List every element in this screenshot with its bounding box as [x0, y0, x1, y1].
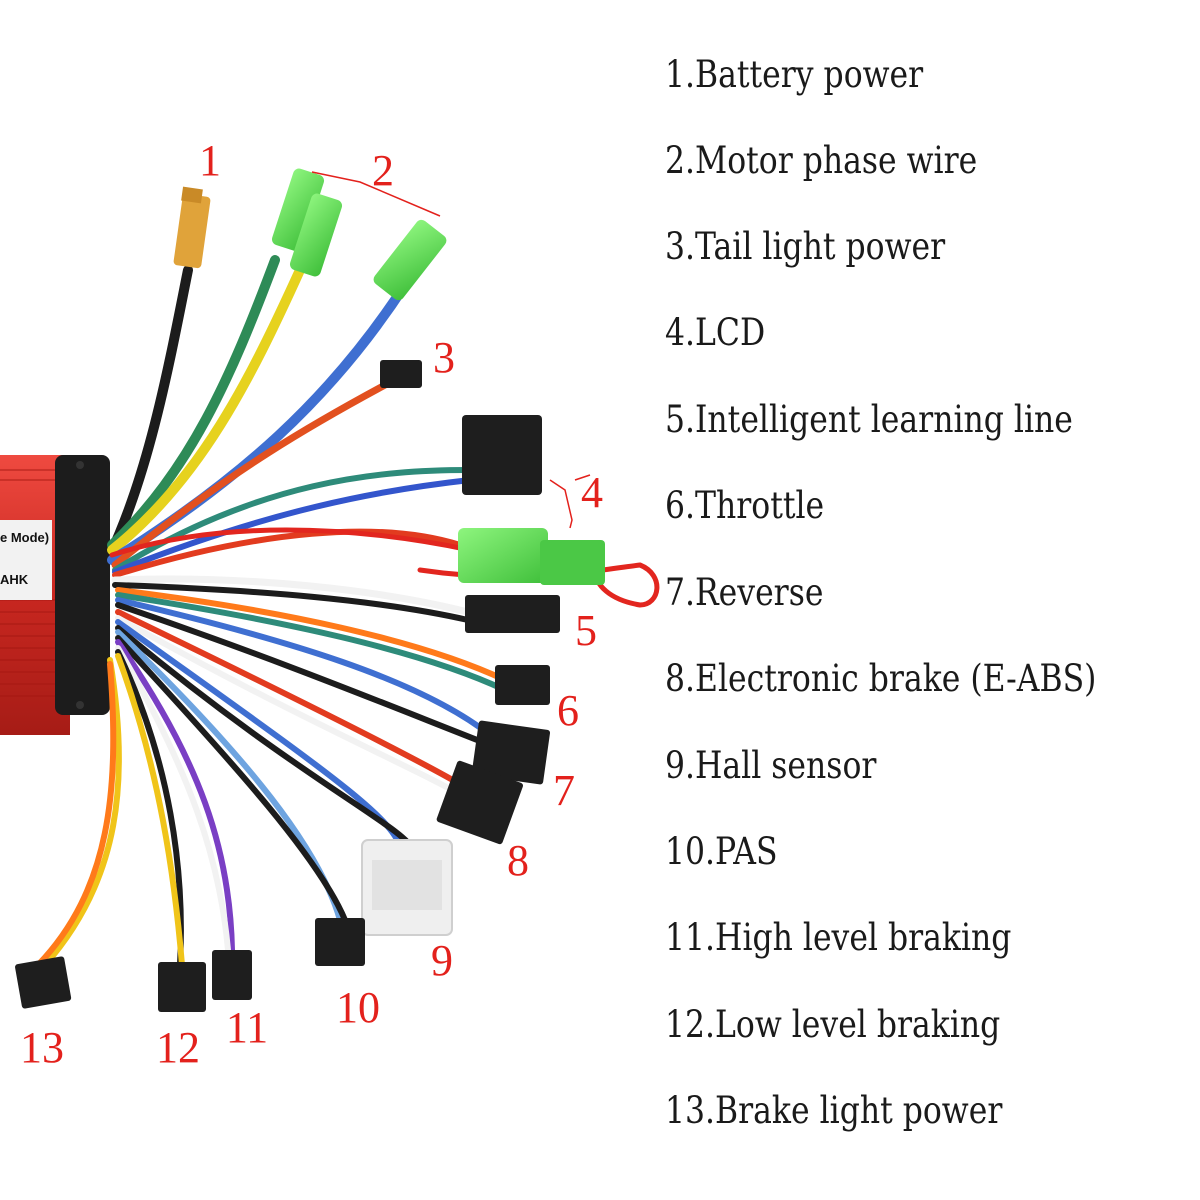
callout-1: 1 [199, 136, 221, 185]
connector-12-low-brake [158, 962, 206, 1012]
connector-2-phase [271, 168, 447, 301]
callout-8: 8 [507, 836, 529, 885]
callout-10: 10 [336, 983, 380, 1032]
callout-3: 3 [433, 333, 455, 382]
connector-13-brake-light [15, 956, 72, 1009]
connector-10-pas [315, 918, 365, 966]
callout-6: 6 [557, 686, 579, 735]
controller-mode-label: e Mode) [0, 530, 49, 545]
callout-7: 7 [553, 766, 575, 815]
legend-item-13: 13.Brake light power [665, 1089, 1003, 1132]
legend-item-10: 10.PAS [665, 830, 778, 873]
connector-9-hall [361, 839, 453, 936]
legend-item-2: 2.Motor phase wire [665, 139, 978, 182]
connector-8-ebrake [436, 760, 523, 845]
connector-7-reverse-green [458, 528, 605, 585]
legend-item-1: 1.Battery power [665, 53, 924, 96]
legend-item-6: 6.Throttle [665, 484, 825, 527]
callout-pointer-lines [311, 171, 591, 529]
connector-4-lcd [462, 415, 542, 495]
callout-12: 12 [156, 1023, 200, 1072]
callout-2: 2 [372, 146, 394, 195]
connector-6-throttle [495, 665, 550, 705]
connector-11-high-brake [212, 950, 252, 1000]
legend-item-11: 11.High level braking [665, 916, 1012, 959]
connector-7-reverse [471, 720, 551, 785]
legend-item-3: 3.Tail light power [665, 225, 946, 268]
controller-box: e Mode) AHK [0, 455, 110, 735]
legend-item-8: 8.Electronic brake (E-ABS) [665, 657, 1097, 700]
callout-13: 13 [20, 1023, 64, 1072]
legend-item-12: 12.Low level braking [665, 1003, 1001, 1046]
callout-5: 5 [575, 606, 597, 655]
connector-1-battery [173, 186, 211, 269]
controller-brand-label: AHK [0, 572, 29, 587]
connector-3-tail-light [380, 360, 422, 388]
wiring-diagram: e Mode) AHK [0, 136, 660, 1072]
connector-5-learning [465, 595, 560, 633]
legend-item-7: 7.Reverse [665, 571, 824, 614]
wire-bundle [35, 255, 660, 968]
legend-item-4: 4.LCD [665, 311, 766, 354]
callout-9: 9 [431, 936, 453, 985]
legend-item-5: 5.Intelligent learning line [665, 398, 1073, 441]
callout-11: 11 [226, 1003, 268, 1052]
callout-4: 4 [581, 468, 603, 517]
legend-item-9: 9.Hall sensor [665, 744, 877, 787]
